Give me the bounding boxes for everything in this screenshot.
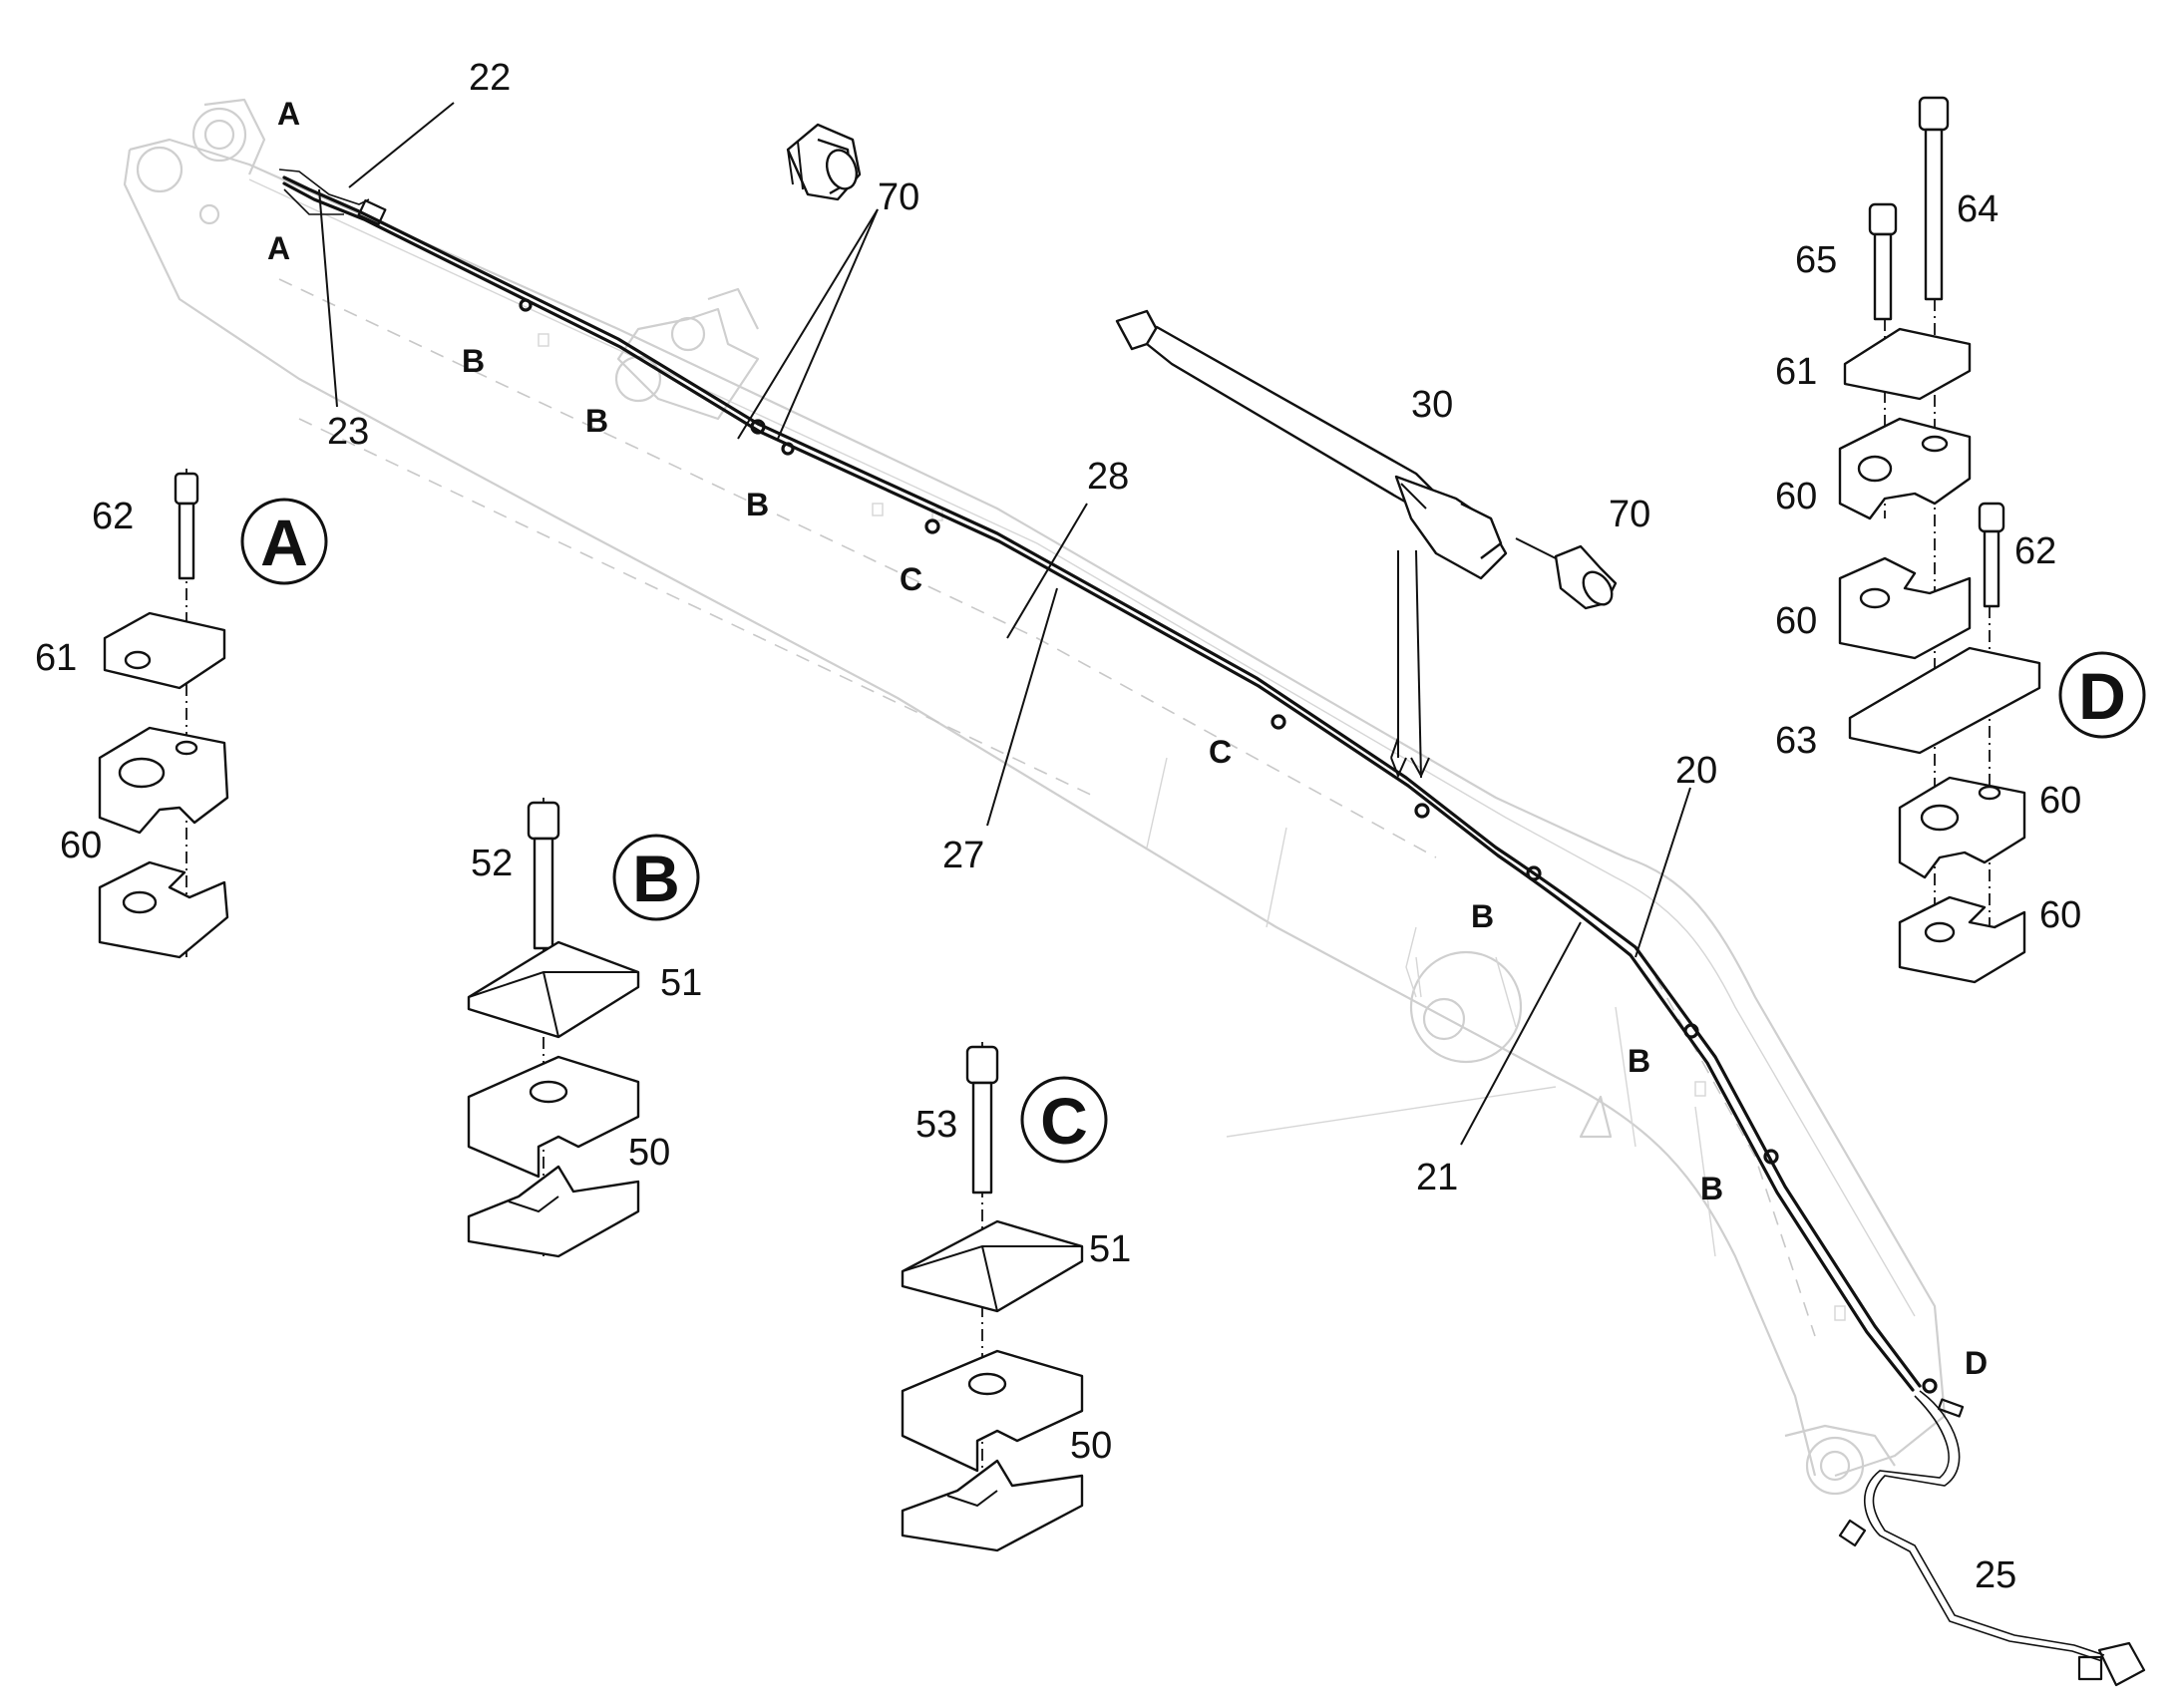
detail-ring-labels: A B C D [260,506,2126,1158]
callout-21: 21 [1416,1157,1458,1198]
callout-numbers: 22 23 70 30 70 28 27 20 21 25 62 61 60 5… [35,57,2081,1596]
leader-lines [318,102,1691,1146]
zone-marker-c-1: C [900,561,922,597]
callout-62-d: 62 [2014,530,2056,572]
zone-marker-a-top: A [277,96,300,132]
zone-marker-b-5: B [1628,1043,1650,1079]
callout-65: 65 [1795,239,1837,281]
zone-marker-c-2: C [1209,734,1232,770]
detail-label-b: B [632,842,680,915]
callout-60-d4: 60 [2039,894,2081,936]
callout-61-d: 61 [1775,351,1817,393]
clamp-set-detail-d [1838,96,2041,984]
zone-marker-d: D [1965,1345,1988,1381]
callout-30: 30 [1411,384,1453,426]
callout-51-b: 51 [660,962,702,1004]
callout-64: 64 [1957,188,1998,230]
zone-marker-a-side: A [267,230,290,266]
union-fitting-70-top [786,123,862,201]
callout-70-right: 70 [1609,494,1650,535]
zone-marker-b-4: B [1471,898,1494,934]
callout-20: 20 [1675,750,1717,792]
callout-50-b: 50 [628,1132,670,1174]
detail-label-a: A [260,506,308,579]
zone-marker-b-6: B [1700,1171,1723,1206]
callout-50-c: 50 [1070,1425,1112,1467]
zone-marker-b-2: B [585,403,608,439]
rigid-pipe-30 [1115,309,1508,580]
clamp-set-detail-b [467,798,640,1258]
zone-marker-b-1: B [462,343,485,379]
callout-22: 22 [469,57,511,99]
detail-label-d: D [2078,659,2126,733]
callout-60-a: 60 [60,825,102,866]
callout-63: 63 [1775,720,1817,762]
callout-28: 28 [1087,456,1129,498]
union-fitting-70-right [1515,537,1618,610]
detail-label-c: C [1040,1084,1088,1158]
clamp-set-detail-a [98,469,229,959]
callout-70-top: 70 [878,176,919,218]
callout-23: 23 [327,411,369,453]
clamp-set-detail-c [901,1042,1084,1552]
detail-rings [240,498,2146,1164]
callout-51-c: 51 [1089,1228,1131,1270]
hydraulic-hose-route [278,169,2146,1687]
callout-27: 27 [942,835,984,876]
zone-marker-b-3: B [746,487,769,522]
callout-60-d1: 60 [1775,476,1817,517]
callout-53: 53 [915,1104,957,1146]
callout-60-d3: 60 [2039,780,2081,822]
callout-60-d2: 60 [1775,600,1817,642]
zone-markers: A A B B B C C B B B D [267,96,1988,1381]
callout-62-a: 62 [92,496,134,537]
callout-61-a: 61 [35,637,77,679]
callout-52: 52 [471,843,513,884]
callout-25: 25 [1975,1554,2016,1596]
